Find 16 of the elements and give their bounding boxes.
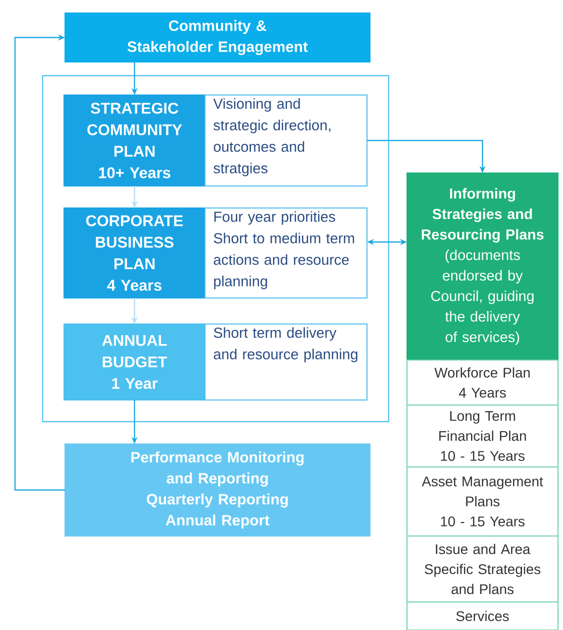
list-box: Asset Management Plans 10 - 15 Years [406,466,558,536]
description-box: Four year priorities Short to medium term actions and resource planning [204,208,368,298]
plan-box: STRATEGIC COMMUNITY PLAN 10+ Years [64,94,206,186]
feedback-arrow [14,34,65,491]
list-box: Issue and Area Specific Strategies and Plans [406,536,558,602]
plan-box: CORPORATE BUSINESS PLAN 4 Years [64,208,206,298]
heading-box: Informing Strategies and Resourcing Plans (documents endorsed by Council, guiding the delivery of services) [406,172,558,360]
description-box: Short term delivery and resource planning [204,324,368,400]
list-box: Workforce Plan 4 Years [406,360,558,406]
list-box: Long Term Financial Plan 10 - 15 Years [406,404,558,468]
report-box: Performance Monitoring and Reporting Quarterly Reporting Annual Report [64,444,370,536]
plan-box: ANNUAL BUDGET 1 Year [64,324,206,400]
group-frame [42,75,390,422]
header-box: Community & Stakeholder Engagement [64,12,370,62]
list-box: Services [406,602,558,630]
description-box: Visioning and strategic direction, outcomes and stratgies [204,94,368,186]
